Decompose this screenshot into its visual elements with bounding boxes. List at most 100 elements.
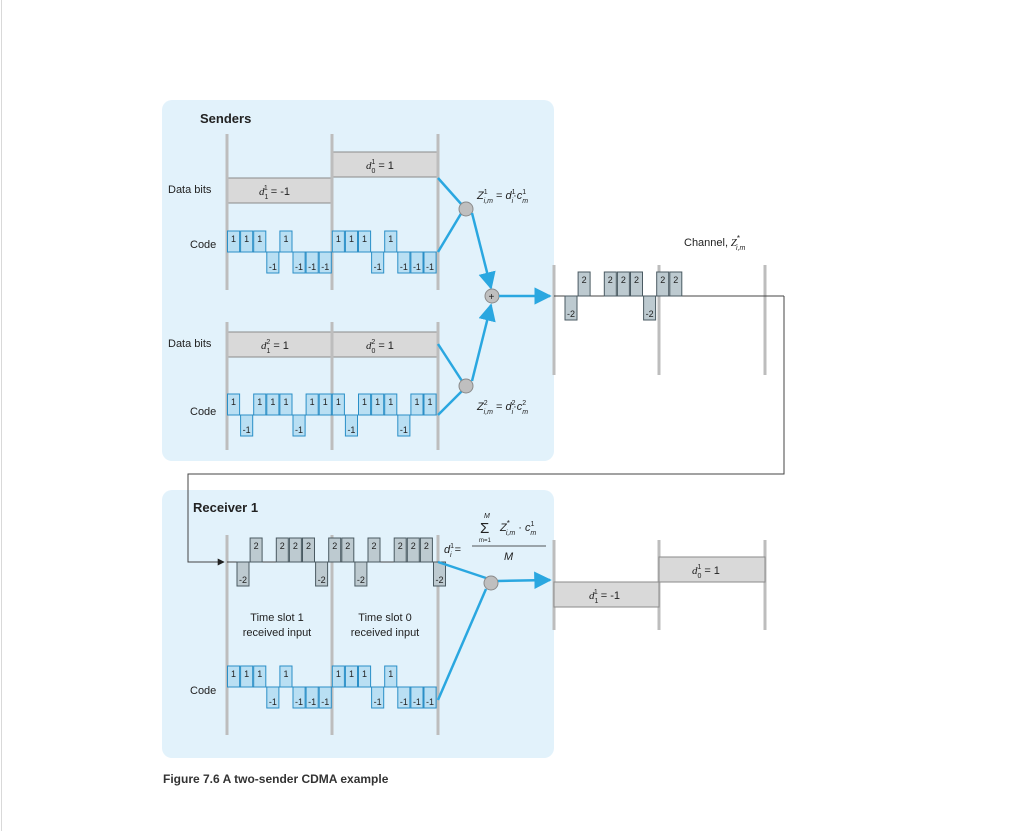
receiver-input-arrow: [437, 560, 487, 580]
receiver-input-value: [341, 537, 355, 563]
sender2-code-chip: [358, 393, 372, 416]
sender2-code-chip: [305, 393, 319, 416]
receiver-code-chip: [305, 686, 319, 709]
figure-caption: Figure 7.6 A two-sender CDMA example: [163, 772, 389, 786]
receiver-input-value: [315, 561, 329, 587]
sender2-code-chip: [266, 393, 280, 416]
sender2-code-chip: [227, 393, 241, 416]
sender2-code-chip: [344, 414, 358, 437]
sender2-code-chip: [397, 414, 411, 437]
receiver-code-chip-label: 1: [231, 669, 236, 679]
sender2-code-arrow: [437, 390, 463, 416]
svg-text:d1i =: d1i =: [444, 543, 461, 559]
receiver-input-label: -2: [435, 575, 443, 585]
formula-denominator: M: [504, 551, 514, 563]
sender1-code-chip: [305, 251, 319, 274]
receiver-code-chip-label: -1: [400, 697, 408, 707]
channel-label: Channel, Z*i,m: [684, 234, 746, 252]
receiver-input-value: [275, 537, 289, 563]
channel-value: [577, 271, 591, 297]
channel-value: [656, 271, 670, 297]
receiver-input-label: 2: [254, 541, 259, 551]
sender2-code-chip: [410, 393, 424, 416]
receiver-input-label: 2: [293, 541, 298, 551]
sender2-code-chip-label: -1: [347, 425, 355, 435]
output-slot0-text: d01= 1: [692, 564, 720, 580]
sender2-code-chip-label: 1: [414, 397, 419, 407]
data-bits-label-2: Data bits: [168, 338, 212, 350]
receiver-input-value: [354, 561, 368, 587]
sender1-code-chip-label: -1: [308, 262, 316, 272]
sender1-code-chip: [318, 251, 332, 274]
receiver-code-chip-label: 1: [283, 669, 288, 679]
sender1-code-chip-label: 1: [283, 234, 288, 244]
sender1-code-chip: [331, 230, 345, 253]
receiver-code-chip-label: 1: [362, 669, 367, 679]
output-slot1-text: d11= -1: [589, 589, 620, 605]
sender2-code-chip-label: 1: [323, 397, 328, 407]
receiver-to-output-arrow: [497, 571, 552, 590]
receiver-code-chip-label: -1: [295, 697, 303, 707]
receiver-input-value: [393, 537, 407, 563]
sender2-code-chip: [384, 393, 398, 416]
receiver-panel: [162, 490, 554, 758]
sender1-data-arrow: [437, 177, 463, 206]
sender1-code-chip: [371, 251, 385, 274]
time-slot-1-sub: received input: [243, 627, 312, 639]
channel-value-label: 2: [673, 275, 678, 285]
receiver-code-chip-label: 1: [336, 669, 341, 679]
sender2-code-chip-label: 1: [310, 397, 315, 407]
receiver-code-chip-label: 1: [349, 669, 354, 679]
sender1-code-chip: [253, 230, 267, 253]
receiver-code-chip-label: -1: [426, 697, 434, 707]
receiver-input-value: [249, 537, 263, 563]
receiver-code-chip: [253, 665, 267, 688]
sender1-code-chip: [397, 251, 411, 274]
channel-value-label: 2: [621, 275, 626, 285]
receiver-code-chip-label: -1: [308, 697, 316, 707]
receiver-input-label: 2: [345, 541, 350, 551]
receiver-code-chip: [384, 665, 398, 688]
receiver-input-label: 2: [371, 541, 376, 551]
sender2-bit-slot0-text: d02= 1: [366, 339, 394, 355]
sender2-multiplier-node: [458, 378, 474, 394]
time-slot-1-label: Time slot 1: [250, 612, 303, 624]
receiver-input-value: [288, 537, 302, 563]
formula-sum-bottom: m=1: [479, 538, 492, 544]
sender2-code-chip: [423, 393, 437, 416]
sender1-code-chip-label: -1: [400, 262, 408, 272]
channel-value-label: 2: [582, 275, 587, 285]
sender1-code-chip-label: -1: [374, 262, 382, 272]
receiver-input-label: 2: [398, 541, 403, 551]
channel-value: [630, 271, 643, 297]
receiver-code-chip: [410, 686, 424, 709]
channel-value-label: -2: [646, 309, 654, 319]
sender1-code-chip: [423, 251, 437, 274]
channel-value: [669, 271, 683, 297]
channel-value-label: 2: [634, 275, 639, 285]
sender1-code-chip-label: 1: [362, 234, 367, 244]
receiver-code-chip: [292, 686, 306, 709]
receiver-code-chip: [266, 686, 280, 709]
page-edge-line: [1, 0, 2, 831]
sender1-code-chip-label: 1: [388, 234, 393, 244]
receiver-code-chip: [240, 665, 254, 688]
sender2-code-chip-label: 1: [231, 397, 236, 407]
sender2-code-chip-label: 1: [283, 397, 288, 407]
receiver-code-chip: [279, 665, 293, 688]
receiver-input-label: 2: [411, 541, 416, 551]
receiver-code-chip: [371, 686, 385, 709]
formula-sigma: Σ: [480, 520, 489, 537]
sender1-to-sum-arrow: [470, 212, 496, 290]
receiver-input-value: [328, 537, 342, 563]
receiver-code-chip: [318, 686, 332, 709]
sender1-bit-slot1-text: d11= -1: [259, 185, 290, 201]
sender1-code-chip-label: -1: [426, 262, 434, 272]
receiver-input-value: [419, 537, 433, 563]
sender1-bit-slot0-bar: [331, 151, 439, 178]
code-label-2: Code: [190, 406, 216, 418]
sender2-bit-slot1-bar: [226, 331, 333, 358]
receiver-input-value: [367, 537, 381, 563]
